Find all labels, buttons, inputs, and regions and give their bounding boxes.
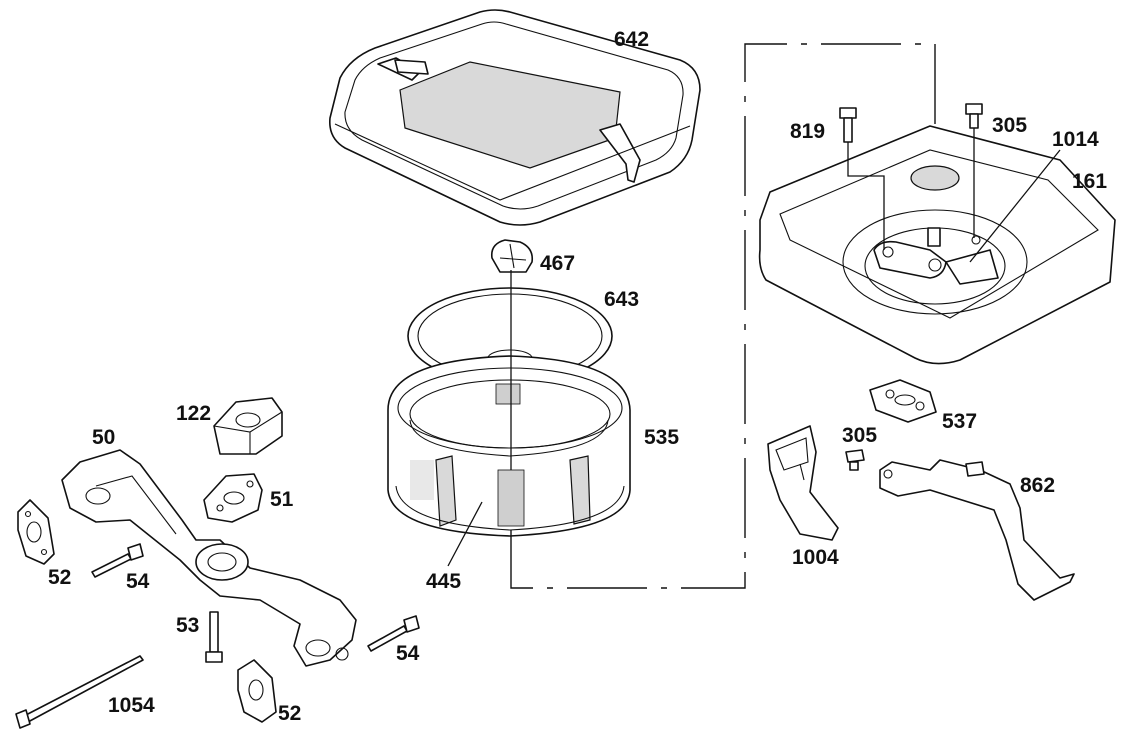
callout-122: 122	[176, 402, 211, 425]
callout-305-lower: 305	[842, 424, 877, 447]
part-52-gasket-bottom	[237, 659, 277, 723]
callout-50: 50	[92, 426, 115, 449]
callout-467: 467	[540, 252, 575, 275]
part-54-bolt-left	[91, 543, 144, 578]
part-50-manifold	[61, 449, 357, 667]
filter-mesh-pattern	[410, 383, 525, 527]
part-862-bracket	[879, 459, 1075, 601]
callout-535: 535	[644, 426, 679, 449]
part-51-gasket	[203, 473, 263, 523]
leader-1014	[969, 149, 1061, 263]
part-1004-breather-tube	[767, 425, 839, 541]
part-122-spacer	[213, 397, 283, 455]
callout-537: 537	[942, 410, 977, 433]
callout-1004: 1004	[792, 546, 839, 569]
callout-52-bottom: 52	[278, 702, 301, 725]
part-161-base	[758, 125, 1116, 365]
callout-643: 643	[604, 288, 639, 311]
assembly-dashed-line	[510, 43, 936, 589]
part-52-gasket-left	[17, 499, 55, 565]
part-819-screw	[839, 107, 885, 250]
part-53-stud	[205, 611, 223, 663]
part-467-wing-nut	[490, 239, 534, 273]
callout-819: 819	[790, 120, 825, 143]
callout-445: 445	[426, 570, 461, 593]
callout-54-right: 54	[396, 642, 420, 665]
callout-1054: 1054	[108, 694, 155, 717]
callout-53: 53	[176, 614, 199, 637]
callout-52-left: 52	[48, 566, 71, 589]
part-305-bolt-lower	[845, 449, 865, 471]
callout-161: 161	[1072, 170, 1107, 193]
part-537-gasket	[869, 379, 937, 423]
callout-54-left: 54	[126, 570, 150, 593]
callout-642: 642	[614, 28, 649, 51]
part-535-filter-cartridge	[387, 355, 631, 537]
part-305-screw-top	[965, 103, 983, 238]
callout-51: 51	[270, 488, 294, 511]
part-1054-cable-tie	[15, 655, 144, 729]
callout-305-top: 305	[992, 114, 1027, 137]
leader-445	[447, 501, 483, 567]
callout-862: 862	[1020, 474, 1055, 497]
callout-1014: 1014	[1052, 128, 1099, 151]
part-54-bolt-right	[367, 615, 420, 652]
part-642-cover	[328, 9, 701, 226]
